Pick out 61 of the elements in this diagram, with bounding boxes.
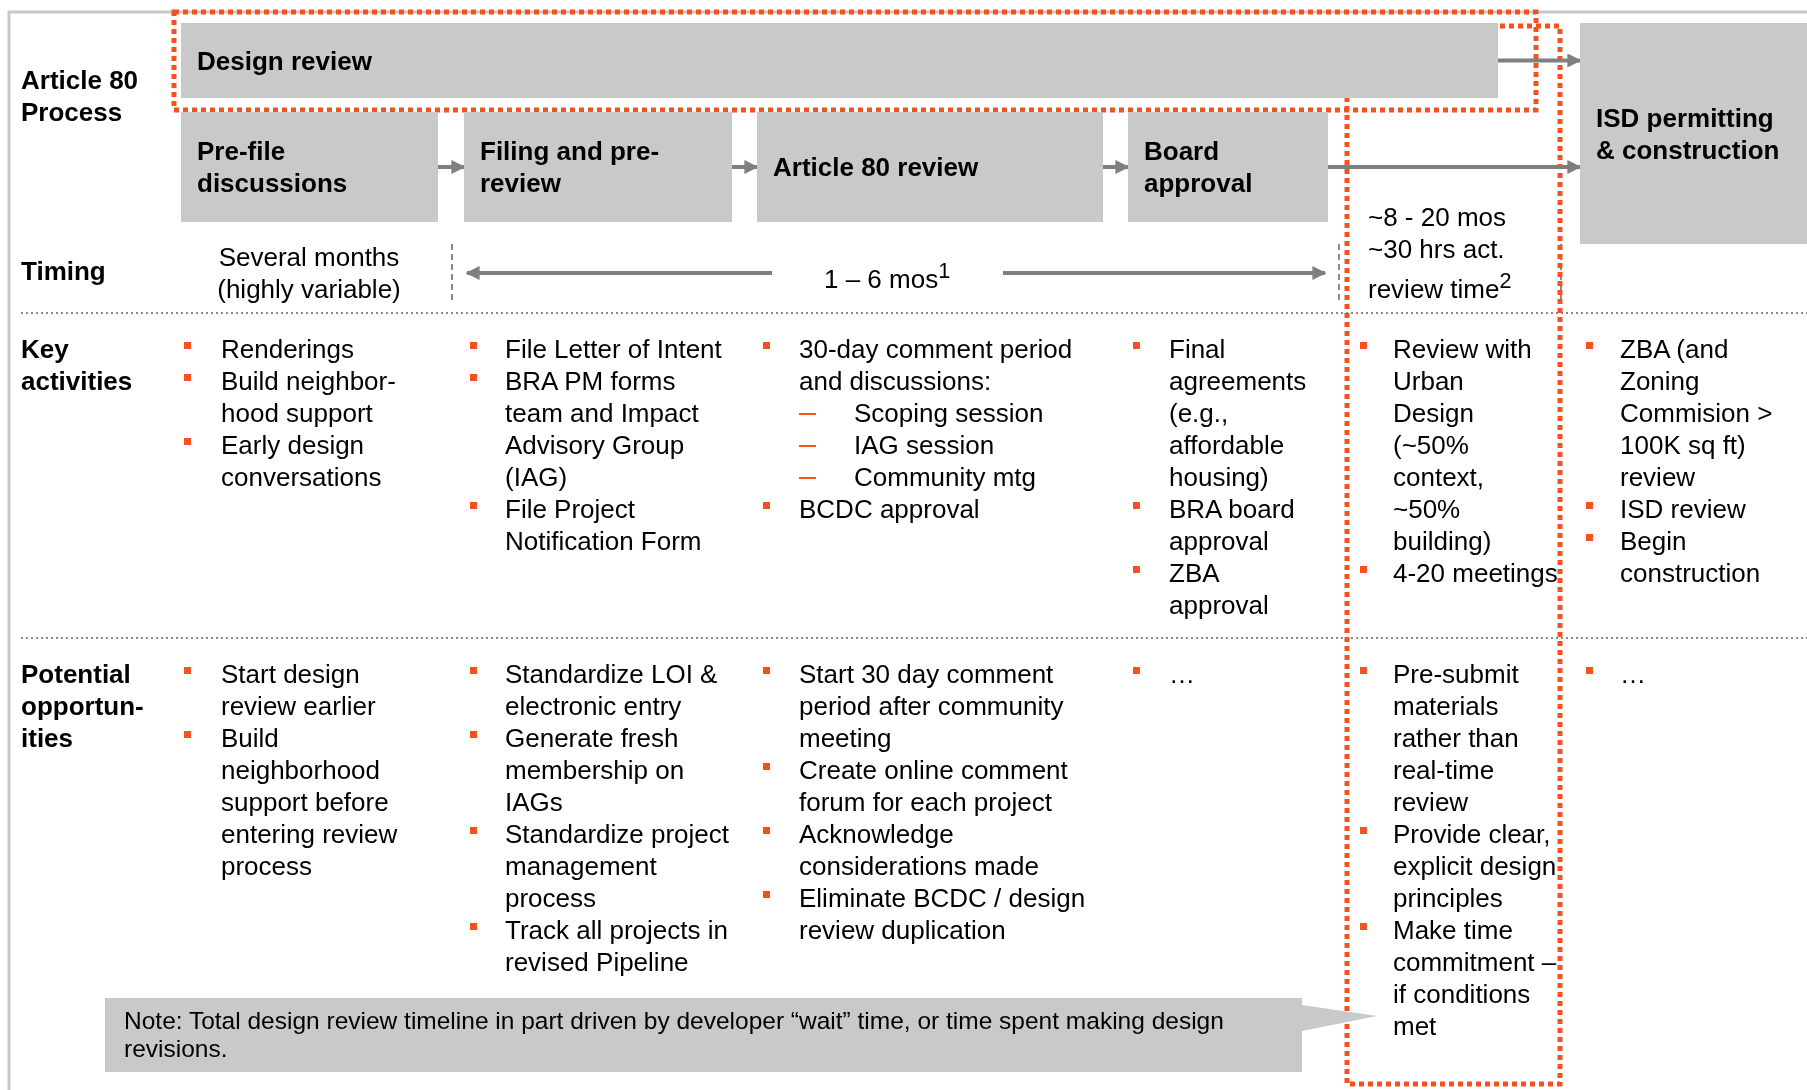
process-box [464,112,732,222]
list-item: Eliminate BCDC / design review duplication [799,882,1087,946]
list-item: Early design conversations [221,429,383,493]
step-title: Filing and pre-review [480,135,661,199]
note-text: Note: Total design review timeline in part driven by developer “wait” time, or time spent making design revisions. [124,1007,1225,1063]
timing-text: ~30 hrs act. [1368,233,1506,265]
row-heading: Article 80 Process [21,64,140,128]
list-item: Build neighbor-hood support [221,365,397,429]
list-item: Generate fresh membership on IAGs [505,722,686,818]
list-item: BRA board approval [1169,493,1296,557]
step-title: Design review [197,44,372,77]
phase-bar [181,23,1498,98]
process-box [181,112,438,222]
list-item: Scoping session [854,397,1045,429]
timing-text: ~8 - 20 mos [1368,201,1507,233]
list-item: 30-day comment period and discussions: [799,333,1074,397]
phase-box [1580,23,1807,244]
list-item: Build neighborhood support before entering review process [221,722,399,882]
list-item: Pre-submit materials rather than real-time review [1393,658,1520,818]
row-heading: Potential opportun-ities [21,658,145,754]
list-item: Begin construction [1620,525,1762,589]
arrow [1103,160,1130,174]
step-title: Pre-file discussions [197,135,349,199]
list-item: File Project Notification Form [505,493,703,557]
list-item: Renderings [221,333,355,365]
list-item: Acknowledge considerations made [799,818,1040,882]
arrow [1328,160,1582,174]
list-item: ZBA (and Zoning Commision > 100K sq ft) review [1620,333,1774,493]
list-item: Review with Urban Design (~50% context, ~50% building) [1393,333,1533,557]
list-item: Standardize LOI & electronic entry [505,658,719,722]
timing-text: 1 – 6 mos$^{1}$ [824,257,952,295]
list-item: File Letter of Intent [505,333,723,365]
list-item: ISD review [1620,493,1747,525]
timing-text: Several months (highly variable) [216,241,402,305]
list-item: 4-20 meetings [1393,557,1559,589]
list-item: Start 30 day comment period after community meeting [799,658,1065,754]
list-item: Community mtg [854,461,1038,493]
list-item: … [1620,658,1647,690]
arrow [438,160,466,174]
step-title: Article 80 review [773,151,979,183]
row-heading: Timing [21,255,107,287]
process-box [1128,112,1328,222]
list-item: Standardize project management process [505,818,731,914]
step-title: ISD permitting & construction [1596,101,1781,166]
list-item: Create online comment forum for each project [799,754,1069,818]
list-item: ZBA approval [1169,557,1270,621]
list-item: … [1169,658,1196,690]
list-item: IAG session [854,429,996,461]
list-item: Make time commitment – if conditions met [1393,914,1558,1042]
process-box [757,112,1103,222]
timing-text: review time$^{2}$ [1368,267,1513,305]
arrow [1498,53,1582,68]
list-item: Start design review earlier [221,658,377,722]
list-item: BCDC approval [799,493,981,525]
list-item: Track all projects in revised Pipeline [505,914,729,978]
step-title: Board approval [1144,135,1254,199]
list-item: BRA PM forms team and Impact Advisory Group (IAG) [505,365,700,493]
row-heading: Key activities [21,333,134,397]
arrow [732,160,759,174]
list-item: Final agreements (e.g., affordable housing) [1169,333,1308,493]
list-item: Provide clear, explicit design principles [1393,818,1558,914]
